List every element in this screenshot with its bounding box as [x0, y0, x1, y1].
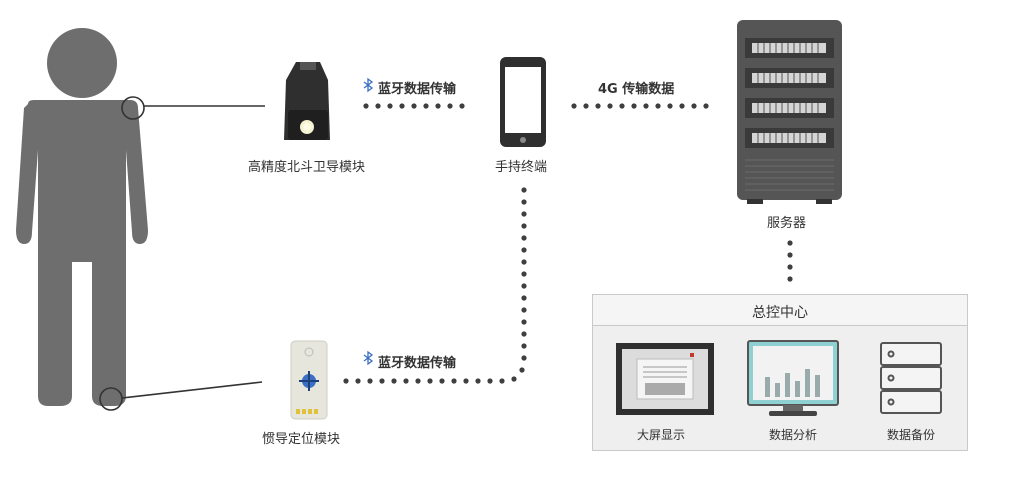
server-label: 服务器: [767, 216, 807, 231]
bluetooth-link-bottom: [343, 187, 527, 384]
data-analysis-label: 数据分析: [769, 428, 818, 442]
bluetooth-icon: [363, 77, 374, 93]
bluetooth-link-bottom-label: 蓝牙数据传输: [378, 356, 457, 371]
person-silhouette: [16, 28, 148, 406]
bluetooth-link-top: [363, 103, 465, 109]
imu-module-icon: [290, 340, 328, 420]
handheld-label: 手持终端: [495, 160, 548, 175]
foot-connector-line: [121, 381, 263, 399]
data-backup-label: 数据备份: [887, 428, 936, 442]
server-icon: [737, 20, 842, 204]
network-link-label: 4G 传输数据: [598, 82, 675, 97]
control-center-icons: [616, 340, 942, 416]
phone-icon: [500, 57, 546, 147]
large-screen-label: 大屏显示: [637, 428, 686, 442]
bluetooth-icon: [363, 350, 374, 366]
control-center-header: 总控中心: [593, 295, 967, 326]
foot-marker: [99, 387, 123, 411]
control-center-panel: 总控中心: [592, 294, 968, 451]
large-screen-icon: [616, 343, 714, 415]
shoulder-marker: [121, 96, 145, 120]
bluetooth-link-top-label: 蓝牙数据传输: [378, 82, 457, 97]
gnss-module-label: 高精度北斗卫导模块: [248, 160, 366, 175]
gnss-module-icon: [284, 62, 330, 140]
server-to-center-link: [787, 240, 793, 282]
data-analysis-monitor-icon: [747, 340, 839, 416]
data-backup-drive-icon: [880, 342, 942, 414]
imu-module-label: 惯导定位模块: [262, 432, 341, 447]
network-link-4g: [571, 103, 709, 109]
control-center-title: 总控中心: [752, 305, 808, 321]
